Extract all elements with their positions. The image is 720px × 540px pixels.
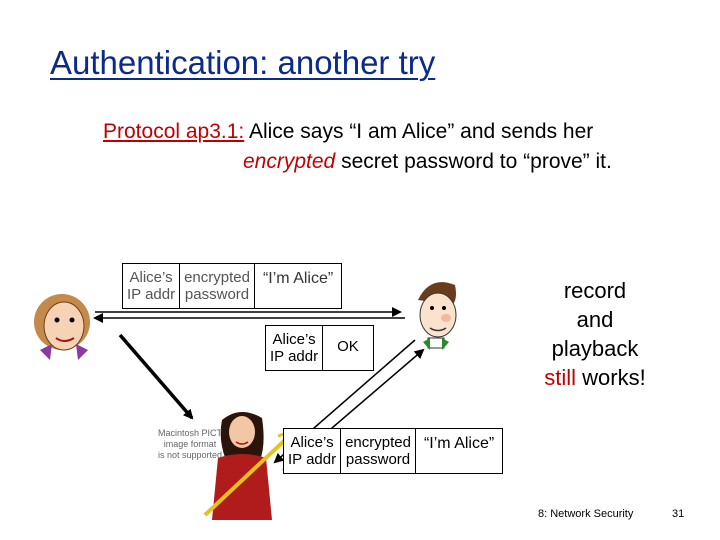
protocol-text-2: secret password to “prove” it. — [341, 150, 612, 173]
still-word: still — [544, 365, 577, 390]
password-label-line2: password — [184, 286, 250, 303]
password-label-line1: encrypted — [184, 269, 250, 286]
replay-ip-line2: IP addr — [288, 451, 337, 468]
replay-ip-line1: Alice’s — [290, 434, 334, 451]
works-word: works! — [582, 365, 646, 390]
replay-password-line1: encrypted — [345, 434, 411, 451]
pict-line1: Macintosh PICT — [157, 428, 223, 438]
side-note-line3: playback — [551, 336, 639, 361]
message-box-top: Alice’s IP addr encrypted password “I’m … — [122, 263, 343, 309]
reply-ip-line2: IP addr — [270, 348, 319, 365]
pict-placeholder: Macintosh PICT image format is not suppo… — [150, 428, 230, 461]
trudy-figure-icon — [203, 411, 301, 520]
side-note: record and playback still works! — [530, 276, 660, 392]
alice-to-trudy-arrow — [118, 333, 194, 420]
claim-field: “I’m Alice” — [253, 264, 341, 308]
ip-label-line2: IP addr — [127, 286, 176, 303]
side-note-line2: and — [576, 307, 614, 332]
message-box-bottom: Alice’s IP addr encrypted password “I’m … — [283, 428, 504, 474]
ip-addr-field: Alice’s IP addr — [123, 264, 179, 308]
footer-course: 8: Network Security — [538, 508, 634, 520]
replay-password-line2: password — [345, 451, 411, 468]
pict-line2: image format — [163, 439, 217, 449]
reply-ip-field: Alice’s IP addr — [266, 326, 322, 370]
replay-password-field: encrypted password — [340, 429, 415, 473]
slide-title: Authentication: another try — [50, 44, 436, 81]
bob-face-icon — [418, 282, 457, 350]
replay-ip-field: Alice’s IP addr — [284, 429, 340, 473]
reply-box: Alice’s IP addr OK — [265, 325, 374, 371]
ok-field: OK — [322, 326, 373, 370]
footer-page-number: 31 — [672, 508, 685, 520]
encrypted-password-field: encrypted password — [179, 264, 254, 308]
ip-label-line1: Alice’s — [129, 269, 173, 286]
pict-line3: is not supported — [157, 450, 223, 460]
replay-claim-field: “I’m Alice” — [414, 429, 502, 473]
protocol-line-1: Protocol ap3.1: Alice says “I am Alice” … — [103, 120, 593, 144]
side-note-line1: record — [563, 278, 627, 303]
encrypted-word: encrypted — [243, 150, 336, 173]
side-note-line4: still works! — [530, 363, 660, 392]
protocol-line-2: encrypted secret password to “prove” it. — [243, 150, 612, 174]
protocol-label: Protocol ap3.1: — [103, 120, 245, 143]
reply-ip-line1: Alice’s — [272, 331, 316, 348]
protocol-text-1: Alice says “I am Alice” and sends her — [248, 120, 594, 143]
alice-face-icon — [34, 294, 90, 360]
